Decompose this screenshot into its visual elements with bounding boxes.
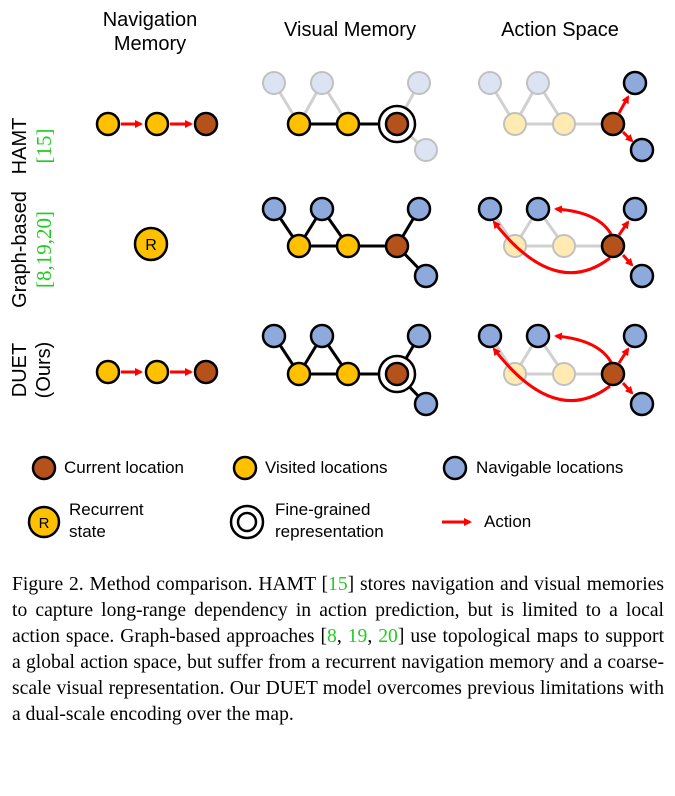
current-node	[600, 111, 626, 137]
legend-visited-swatch	[232, 455, 258, 481]
visited-node	[95, 111, 121, 137]
visited-node	[335, 361, 361, 387]
visited-node	[144, 111, 170, 137]
duet-navigation-memory	[95, 359, 219, 385]
current-node	[600, 361, 626, 387]
navigable-node	[309, 196, 335, 222]
navigable-node	[525, 323, 551, 349]
legend-current-swatch	[31, 455, 57, 481]
legend: R	[27, 455, 472, 540]
navigable-node	[407, 71, 431, 95]
legend-navigable-swatch	[442, 455, 468, 481]
caption-citation-link[interactable]: 20	[378, 626, 398, 647]
caption-citation-link[interactable]: 15	[328, 574, 348, 595]
visited-node	[552, 234, 576, 258]
caption-citation-link[interactable]: 8	[327, 626, 337, 647]
visited-node	[144, 359, 170, 385]
navigable-node	[261, 323, 287, 349]
visited-node	[552, 362, 576, 386]
graph-navigation-memory: R	[133, 226, 169, 262]
navigable-node	[413, 263, 439, 289]
duet-visual-memory	[261, 323, 439, 417]
navigable-node	[478, 71, 502, 95]
current-node	[384, 233, 410, 259]
navigable-node	[629, 263, 655, 289]
caption-text: Figure 2. Method comparison. HAMT [	[12, 574, 329, 595]
navigable-node	[622, 323, 648, 349]
visited-node	[95, 359, 121, 385]
duet-action-space	[477, 323, 655, 417]
recurrent-state-label: R	[145, 237, 157, 254]
navigable-node	[406, 196, 432, 222]
navigable-node	[477, 196, 503, 222]
hamt-action-space	[478, 70, 655, 163]
recurrent-state-node	[133, 226, 169, 262]
visited-node	[335, 233, 361, 259]
caption-text: ,	[367, 626, 379, 647]
method-comparison-diagram: R	[27, 70, 655, 540]
graph-action-space	[477, 196, 655, 289]
caption-citation-link[interactable]: 19	[347, 626, 368, 647]
navigable-node	[622, 196, 648, 222]
navigable-node	[309, 323, 335, 349]
legend-navigable-label: Navigable locations	[476, 458, 624, 477]
visited-node	[286, 233, 312, 259]
current-node	[600, 233, 626, 259]
legend-current-label: Current location	[64, 458, 185, 477]
current-node	[384, 361, 410, 387]
visited-node	[335, 111, 361, 137]
figure-caption: Figure 2. Method comparison. HAMT [15] s…	[12, 572, 664, 728]
graph-visual-memory	[261, 196, 439, 289]
navigable-node	[525, 196, 551, 222]
caption-text: ,	[336, 626, 348, 647]
legend-action-label: Action	[484, 512, 532, 531]
current-node	[384, 111, 410, 137]
legend-recurrent-label: Recurrent state	[69, 500, 144, 541]
navigable-node	[629, 391, 655, 417]
visited-node	[286, 111, 312, 137]
visited-node	[503, 112, 527, 136]
column-header-action-space: Action Space	[501, 19, 619, 41]
navigable-node	[477, 323, 503, 349]
legend-recurrent-swatch	[27, 505, 61, 539]
navigable-node	[310, 71, 334, 95]
legend-visited-label: Visited locations	[265, 458, 388, 477]
navigable-node	[414, 138, 438, 162]
current-node	[193, 111, 219, 137]
hamt-navigation-memory	[95, 111, 219, 137]
current-node	[193, 359, 219, 385]
column-header-navigation-memory: Navigation Memory	[102, 9, 198, 55]
navigable-node	[406, 323, 432, 349]
navigable-node	[526, 71, 550, 95]
legend-fine-grained-inner	[236, 511, 258, 533]
navigable-node	[261, 196, 287, 222]
navigable-node	[262, 71, 286, 95]
navigable-node	[622, 70, 648, 96]
navigable-node	[629, 137, 655, 163]
caption-text: ] stores navigation and visual memories …	[12, 574, 664, 647]
legend-recurrent-glyph: R	[39, 515, 50, 532]
navigable-node	[413, 391, 439, 417]
caption-text: ] use topological maps to support a glob…	[12, 626, 665, 725]
column-header-visual-memory: Visual Memory	[284, 19, 416, 41]
visited-node	[286, 361, 312, 387]
hamt-visual-memory	[262, 71, 438, 162]
legend-fine-grained-label: Fine-grained representation	[275, 500, 384, 541]
visited-node	[552, 112, 576, 136]
